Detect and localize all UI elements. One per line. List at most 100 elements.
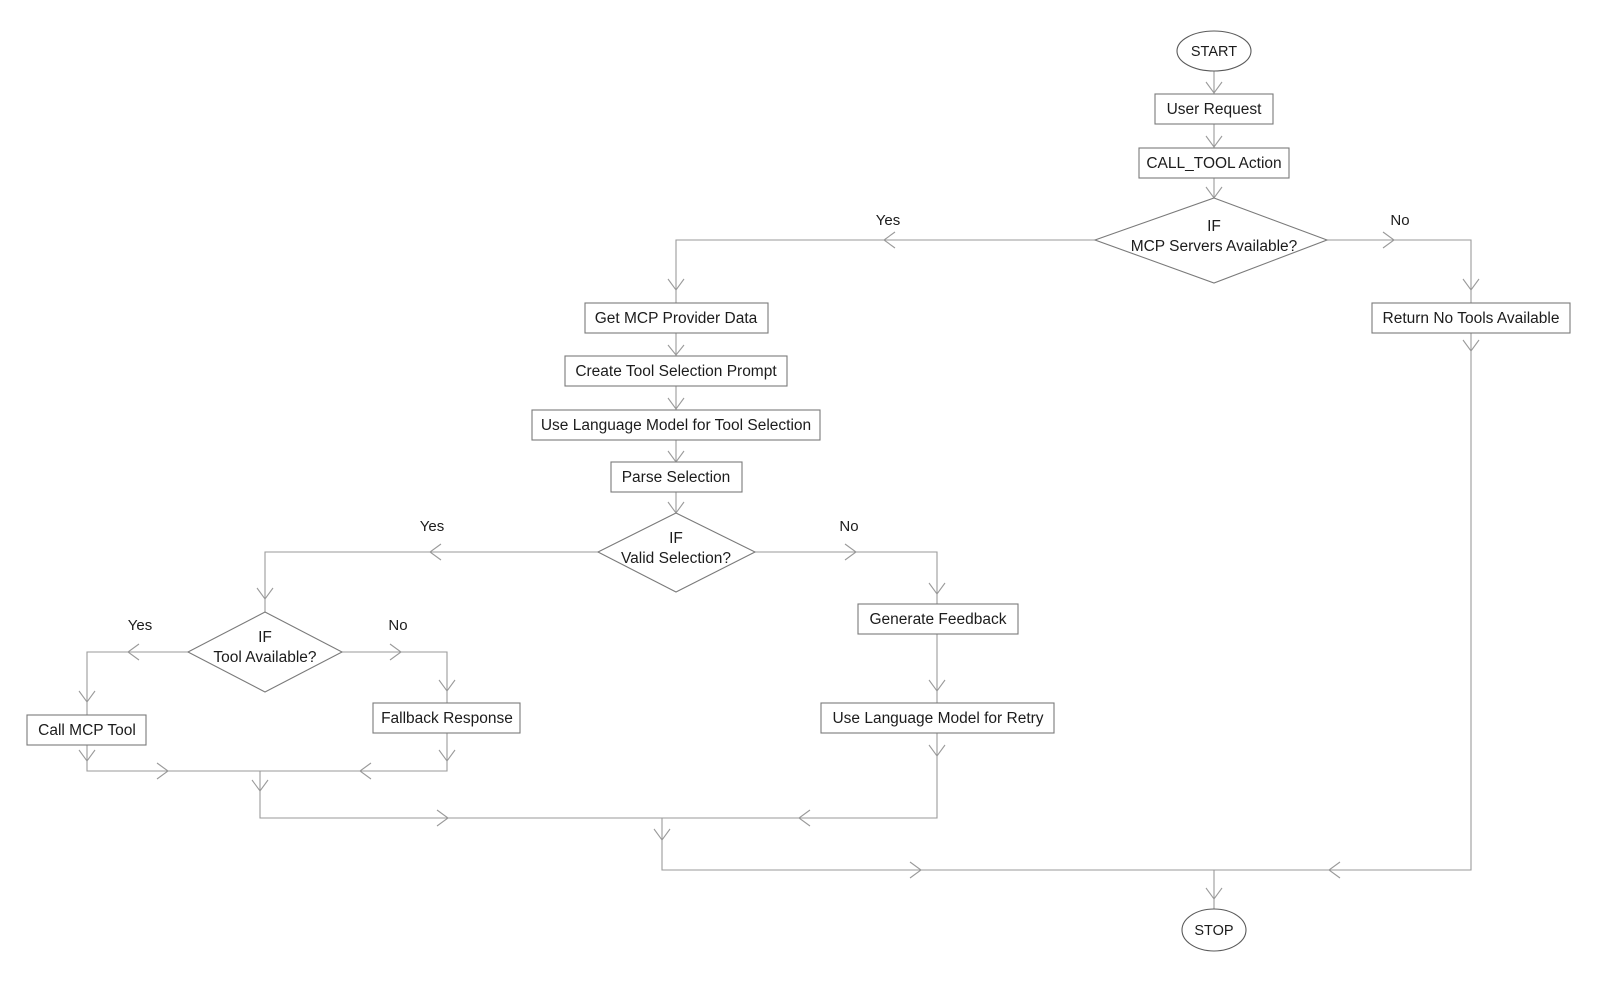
edge-label-tool-yes: Yes [128, 617, 152, 634]
node-return-no-tools-available[interactable]: Return No Tools Available [1371, 302, 1571, 334]
decision-valid-label-line2: Valid Selection? [621, 550, 731, 567]
generate-feedback-label: Generate Feedback [869, 611, 1006, 628]
arrowhead-decision-valid-no [844, 543, 857, 561]
node-parse-selection[interactable]: Parse Selection [610, 461, 743, 493]
node-user-request[interactable]: User Request [1154, 93, 1274, 125]
arrowhead-fallback-left [359, 762, 372, 780]
edge-label-valid-yes: Yes [420, 518, 444, 535]
call-tool-action-rect[interactable] [1138, 147, 1290, 179]
parse-selection-rect[interactable] [610, 461, 743, 493]
call-tool-action-label: CALL_TOOL Action [1146, 155, 1281, 172]
node-decision-tool-available[interactable]: IF Tool Available? [186, 611, 344, 693]
call-mcp-tool-rect[interactable] [26, 714, 147, 746]
arrowhead-tool-branch-down [251, 779, 269, 792]
decision-tool-available-label-line2: Tool Available? [213, 649, 317, 666]
use-lm-selection-rect[interactable] [531, 409, 821, 441]
node-start[interactable]: START [1176, 30, 1252, 72]
arrowhead-decision-servers-yes [883, 231, 896, 249]
node-use-language-model-tool-selection[interactable]: Use Language Model for Tool Selection [531, 409, 821, 441]
call-mcp-tool-label: Call MCP Tool [38, 722, 136, 739]
arrowhead-return-no-tools-down [1462, 339, 1480, 352]
arrowhead-tool-branch-right [436, 809, 449, 827]
decision-servers-label-line1: IF [1207, 218, 1221, 235]
use-lm-retry-rect[interactable] [820, 702, 1055, 734]
node-generate-feedback[interactable]: Generate Feedback [857, 603, 1019, 635]
arrowhead-decision-tool-no-down [438, 679, 456, 692]
start-label: START [1191, 44, 1237, 60]
fallback-response-rect[interactable] [372, 702, 521, 734]
arrowhead-call-mcp-tool-down [78, 749, 96, 762]
arrowhead-decision-valid-yes [429, 543, 442, 561]
node-call-tool-action[interactable]: CALL_TOOL Action [1138, 147, 1290, 179]
arrowhead-decision-valid-yes-down [256, 587, 274, 600]
decision-servers-label-line2: MCP Servers Available? [1131, 238, 1298, 255]
arrowhead-return-no-tools-left [1328, 861, 1341, 879]
edge-tool-branch-to-main-merge [259, 771, 662, 819]
node-stop[interactable]: STOP [1181, 908, 1247, 952]
arrowhead-decision-tool-yes [127, 643, 140, 661]
node-use-language-model-retry[interactable]: Use Language Model for Retry [820, 702, 1055, 734]
edge-fallback-merge [260, 733, 448, 772]
edge-labels-layer: Yes No Yes No Yes No [128, 212, 1410, 634]
node-decision-valid-selection[interactable]: IF Valid Selection? [596, 512, 757, 593]
get-provider-data-label: Get MCP Provider Data [595, 310, 758, 327]
arrowhead-decision-valid-no-down [928, 582, 946, 595]
edge-label-tool-no: No [388, 617, 407, 634]
arrowhead-lm-retry-left [798, 809, 811, 827]
node-call-mcp-tool[interactable]: Call MCP Tool [26, 714, 147, 746]
decision-tool-available-diamond[interactable] [186, 611, 344, 693]
edge-main-merge-to-stop [661, 818, 1214, 871]
node-get-mcp-provider-data[interactable]: Get MCP Provider Data [584, 302, 769, 334]
node-decision-mcp-servers-available[interactable]: IF MCP Servers Available? [1093, 197, 1329, 284]
arrowhead-to-stop [1205, 887, 1223, 900]
edge-call-mcp-tool-merge [86, 745, 260, 772]
stop-ellipse[interactable] [1181, 908, 1247, 952]
return-no-tools-rect[interactable] [1371, 302, 1571, 334]
arrowhead-user-request-to-call-tool [1205, 135, 1223, 148]
decision-valid-label-line1: IF [669, 530, 683, 547]
get-provider-data-rect[interactable] [584, 302, 769, 334]
stop-label: STOP [1194, 923, 1233, 939]
edge-decision-servers-yes [675, 239, 1095, 303]
arrowhead-call-mcp-tool-right [156, 762, 169, 780]
node-create-tool-selection-prompt[interactable]: Create Tool Selection Prompt [564, 355, 788, 387]
start-ellipse[interactable] [1176, 30, 1252, 72]
arrowhead-prompt-to-lm-selection [667, 397, 685, 410]
arrowhead-main-merge-down [653, 828, 671, 841]
fallback-response-label: Fallback Response [381, 710, 513, 727]
node-fallback-response[interactable]: Fallback Response [372, 702, 521, 734]
use-lm-selection-label: Use Language Model for Tool Selection [541, 417, 811, 434]
arrowhead-decision-servers-yes-down [667, 278, 685, 291]
edge-return-no-tools-to-stop [1214, 333, 1472, 871]
arrowhead-feedback-to-lm-retry [928, 679, 946, 692]
arrowhead-decision-servers-no [1382, 231, 1395, 249]
edge-decision-servers-no [1327, 239, 1472, 303]
decision-valid-diamond[interactable] [596, 512, 757, 593]
arrowhead-decision-tool-yes-down [78, 690, 96, 703]
parse-selection-label: Parse Selection [622, 469, 731, 486]
arrowhead-main-merge-right [909, 861, 922, 879]
user-request-label: User Request [1167, 101, 1262, 118]
edge-decision-valid-no [755, 551, 938, 604]
edge-decision-tool-yes [86, 651, 188, 715]
arrowhead-decision-servers-no-down [1462, 278, 1480, 291]
arrowhead-start-to-user-request [1205, 81, 1223, 94]
user-request-rect[interactable] [1154, 93, 1274, 125]
generate-feedback-rect[interactable] [857, 603, 1019, 635]
use-lm-retry-label: Use Language Model for Retry [832, 710, 1043, 727]
arrowhead-fallback-down [438, 749, 456, 762]
edge-lm-retry-merge [662, 733, 938, 819]
arrowhead-decision-tool-no [389, 643, 402, 661]
create-prompt-rect[interactable] [564, 355, 788, 387]
edge-label-servers-yes: Yes [876, 212, 900, 229]
nodes-layer: START User Request CALL_TOOL Action IF M… [26, 30, 1571, 952]
arrowhead-provider-to-prompt [667, 344, 685, 356]
decision-tool-available-label-line1: IF [258, 629, 272, 646]
edge-decision-tool-no [342, 651, 448, 703]
edge-decision-valid-yes [264, 551, 598, 612]
arrowhead-lm-retry-down [928, 744, 946, 757]
decision-servers-diamond[interactable] [1093, 197, 1329, 284]
edges-layer: left, down to Get MCP Provider Data --> … [78, 70, 1480, 910]
